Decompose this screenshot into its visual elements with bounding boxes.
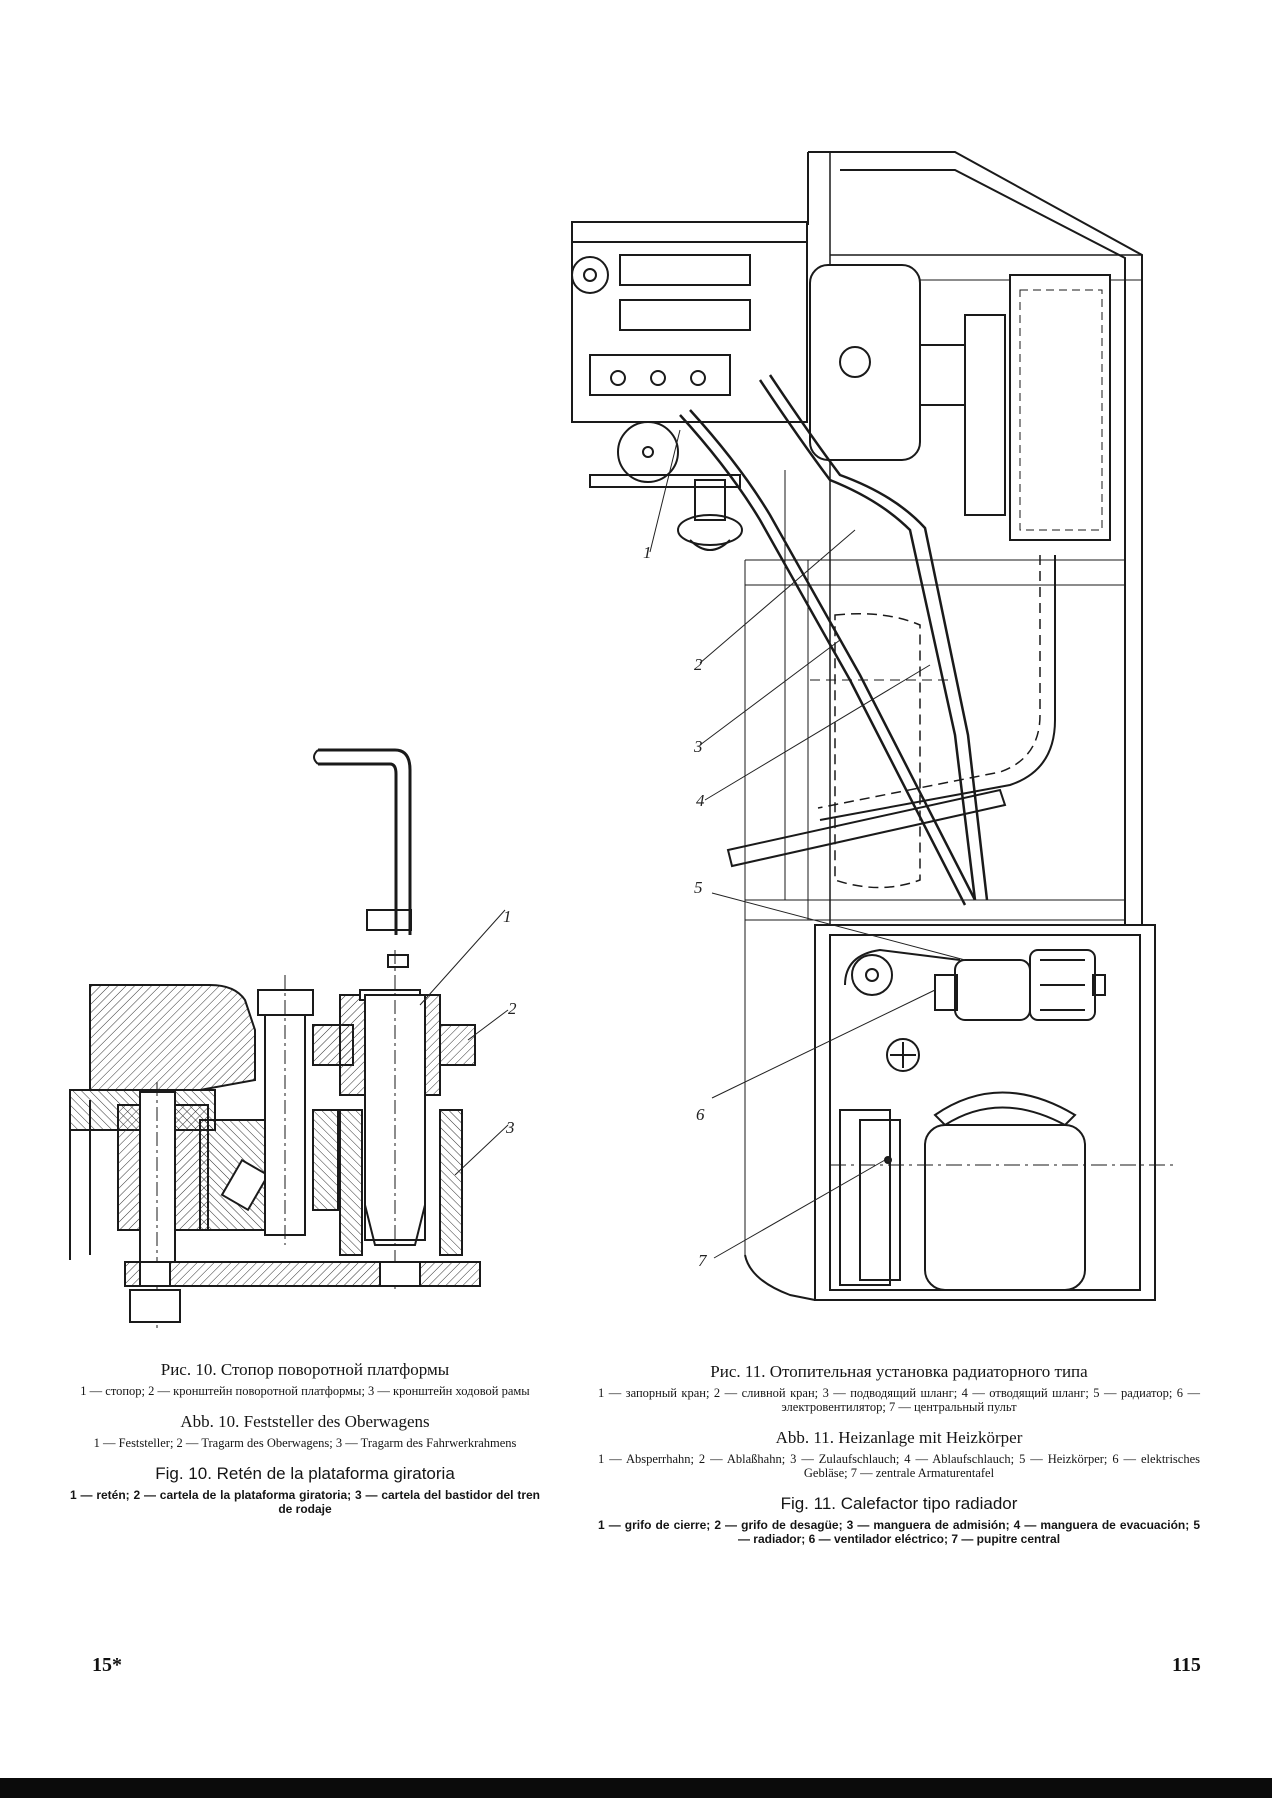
fig11-title-de: Abb. 11. Heizanlage mit Heizkörper	[775, 1428, 1023, 1447]
fig11-callout-7: 7	[698, 1251, 708, 1270]
fig10-legend-es: 1 — retén; 2 — cartela de la plataforma …	[70, 1488, 540, 1516]
page-number-left: 15*	[92, 1654, 122, 1676]
page-number-right: 115	[1172, 1654, 1201, 1676]
figure-11-drawing	[571, 151, 1175, 1301]
fig10-callout-2: 2	[508, 999, 517, 1018]
fig11-title-es: Fig. 11. Calefactor tipo radiador	[780, 1494, 1018, 1513]
fig10-callout-3: 3	[505, 1118, 515, 1137]
fig11-legend-es: 1 — grifo de cierre; 2 — grifo de desagü…	[598, 1518, 1200, 1546]
fig10-legend-ru: 1 — стопор; 2 — кронштейн поворотной пла…	[80, 1384, 530, 1398]
fig11-legend-de: 1 — Absperrhahn; 2 — Ablaßhahn; 3 — Zula…	[598, 1452, 1200, 1480]
fig10-title-ru: Рис. 10. Стопор поворотной платформы	[160, 1360, 450, 1379]
figure-10-caption: Рис. 10. Стопор поворотной платформы 1 —…	[70, 1360, 540, 1530]
fig11-callout-6: 6	[696, 1105, 705, 1124]
fig10-legend-de: 1 — Feststeller; 2 — Tragarm des Oberwag…	[93, 1436, 517, 1450]
fig10-title-de: Abb. 10. Feststeller des Oberwagens	[180, 1412, 430, 1431]
scan-edge-bar	[0, 1778, 1272, 1798]
fig10-callout-1: 1	[503, 907, 512, 926]
fig11-callout-5: 5	[694, 878, 703, 897]
fig11-callout-3: 3	[693, 737, 703, 756]
fig11-legend-ru: 1 — запорный кран; 2 — сливной кран; 3 —…	[598, 1386, 1200, 1414]
fig10-title-es: Fig. 10. Retén de la plataforma giratori…	[155, 1464, 455, 1483]
fig11-title-ru: Рис. 11. Отопительная установка радиатор…	[710, 1362, 1088, 1381]
figure-11-caption: Рис. 11. Отопительная установка радиатор…	[598, 1362, 1200, 1560]
fig11-callout-1: 1	[643, 543, 652, 562]
fig11-callout-4: 4	[696, 791, 705, 810]
fig11-callout-2: 2	[694, 655, 703, 674]
